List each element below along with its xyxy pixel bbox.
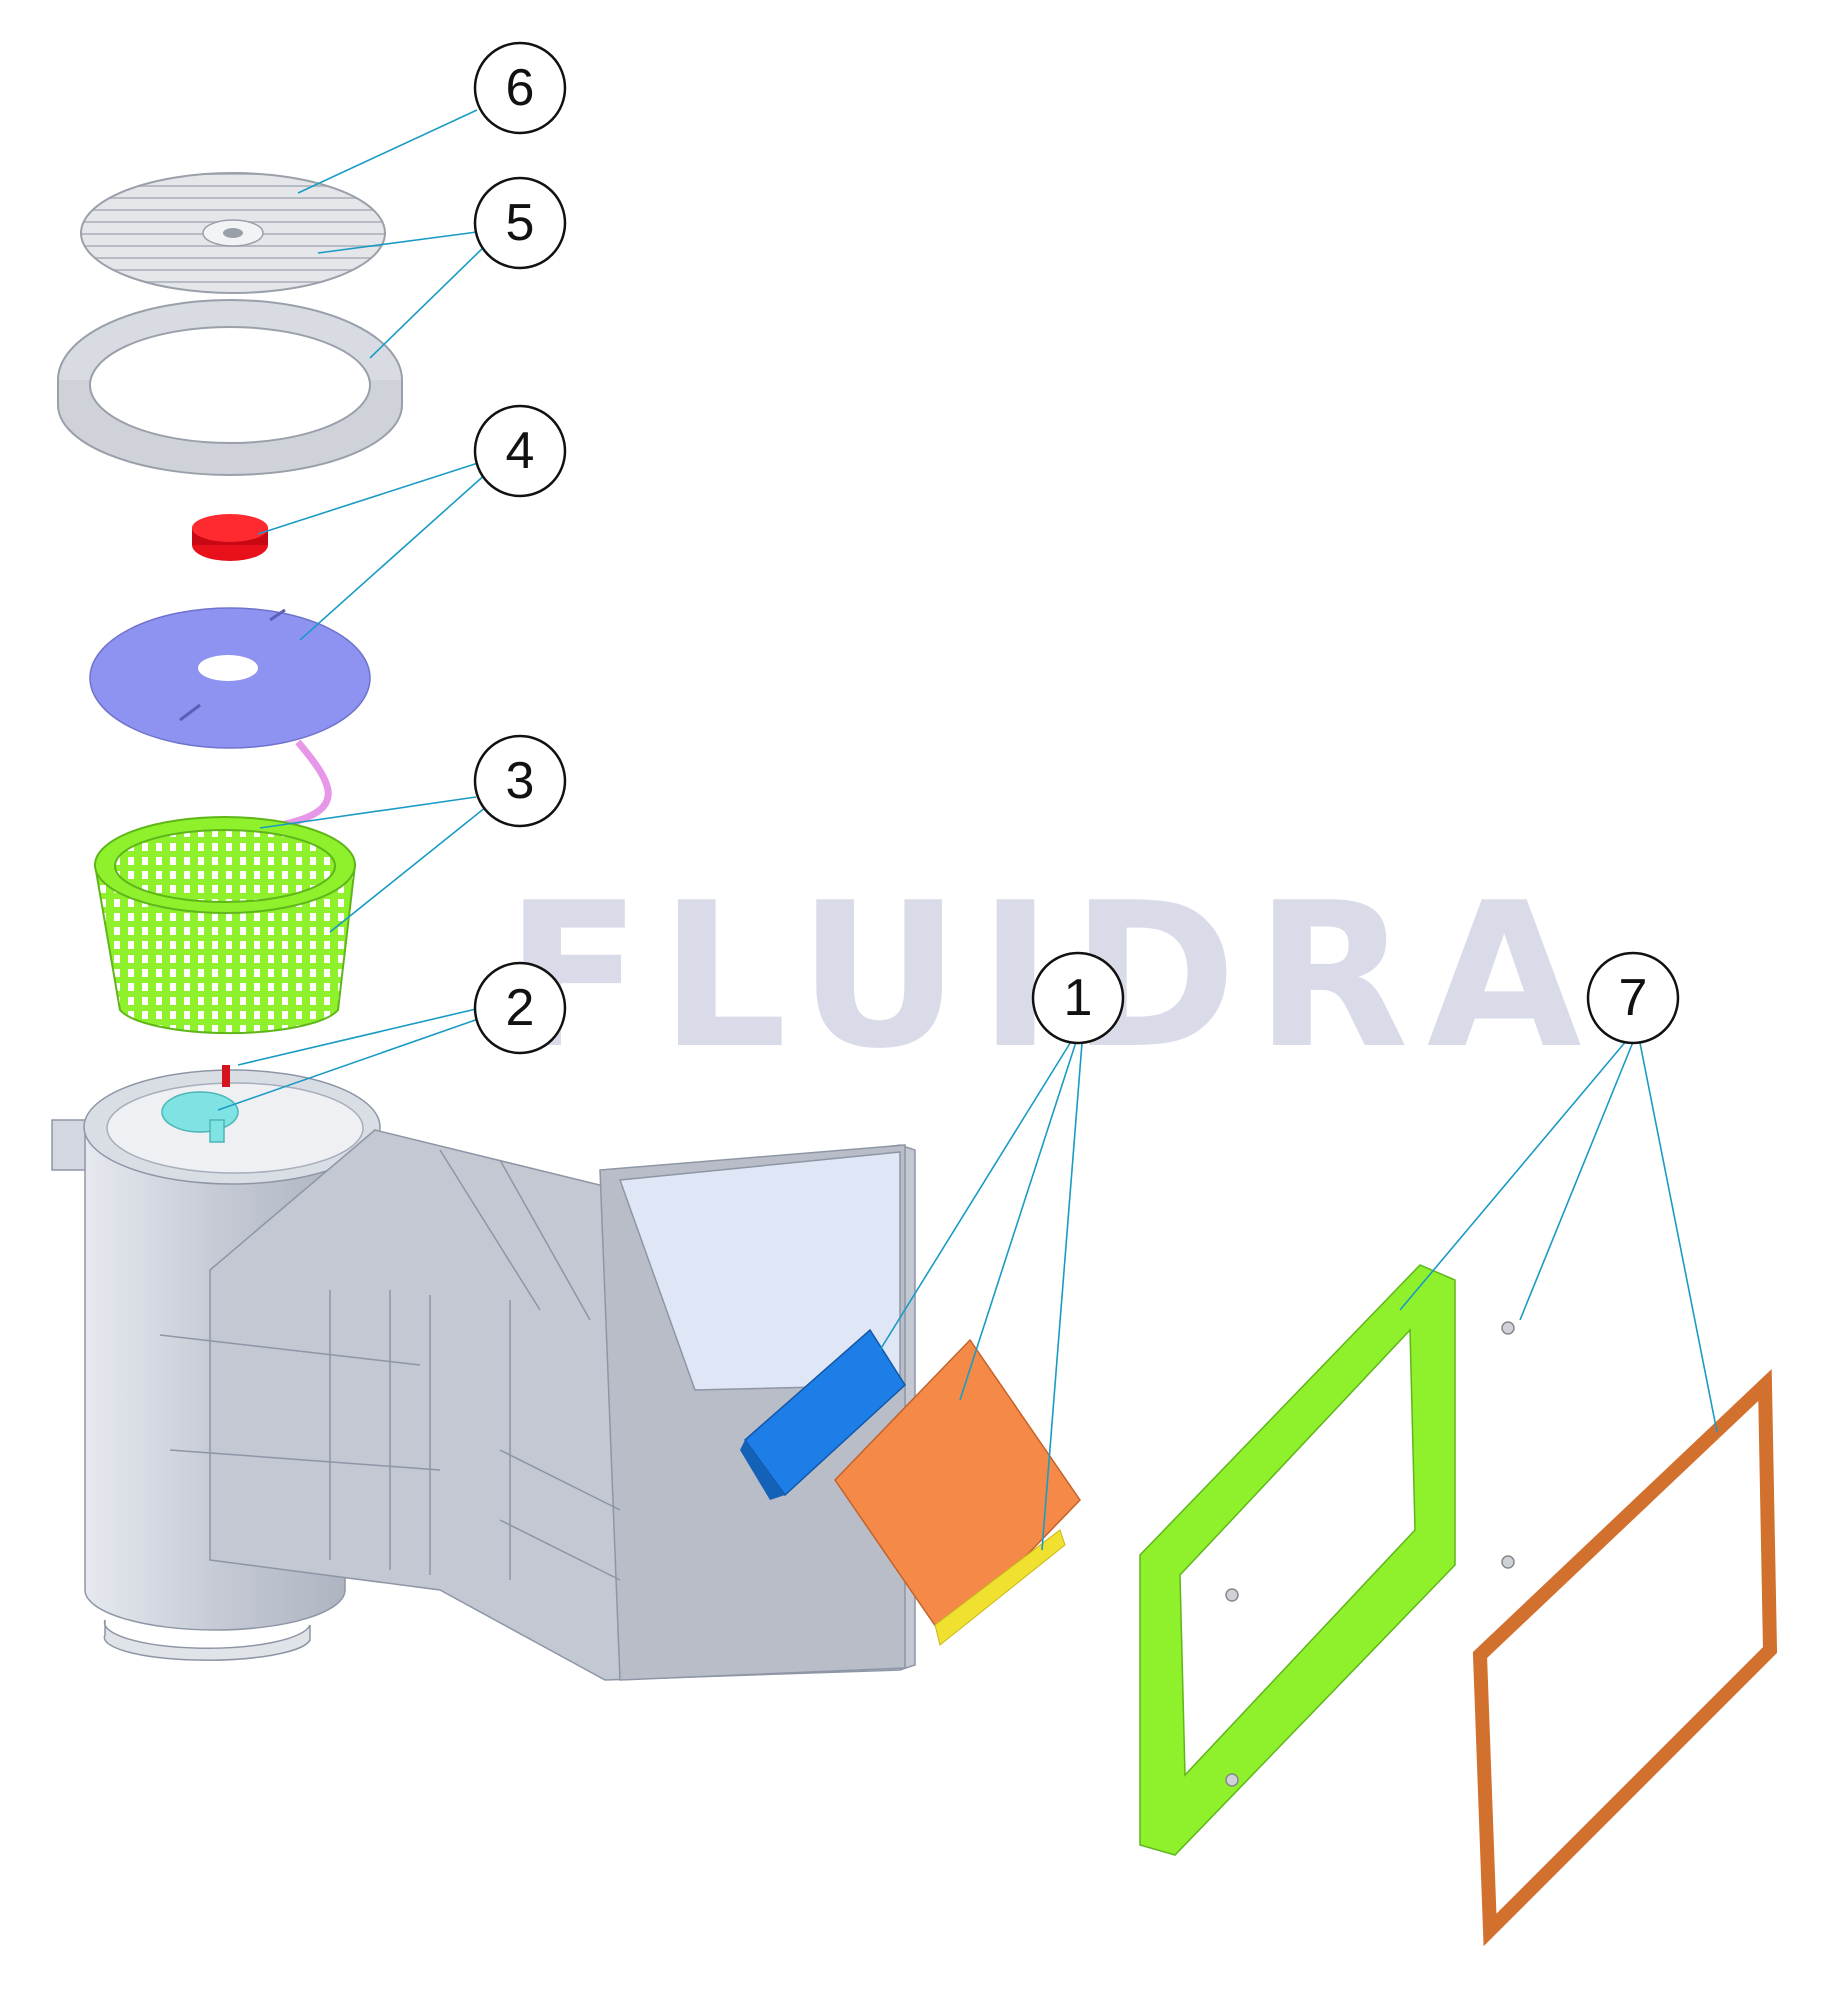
frame-part: [1472, 1369, 1778, 1947]
callout-2: 2: [473, 961, 567, 1055]
callout-5: 5: [473, 176, 567, 270]
flap-part: [740, 1328, 1081, 1646]
screws: [1225, 1321, 1515, 1787]
callout-1-label: 1: [1064, 969, 1093, 1027]
callout-3: 3: [473, 734, 567, 828]
callout-3-label: 3: [506, 752, 535, 810]
float-cap-part: [192, 514, 268, 561]
callout-7: 7: [1586, 951, 1680, 1045]
callout-5-label: 5: [506, 194, 535, 252]
callout-6: 6: [473, 41, 567, 135]
callout-2-label: 2: [506, 979, 535, 1037]
lid-ring-part: [57, 299, 403, 476]
gasket-part: [1139, 1264, 1456, 1856]
callout-4-label: 4: [506, 422, 535, 480]
skimmer-body: [51, 1069, 916, 1681]
callout-6-label: 6: [506, 59, 535, 117]
callout-7-label: 7: [1619, 969, 1648, 1027]
skimmer-basket-part: [93, 816, 357, 1035]
lid-cover-part: [80, 172, 386, 294]
valve-part: [161, 1065, 239, 1143]
callout-1: 1: [1031, 951, 1125, 1045]
callout-4: 4: [473, 404, 567, 498]
float-plate-part: [89, 607, 371, 749]
leader-lines: [217, 109, 1718, 1551]
